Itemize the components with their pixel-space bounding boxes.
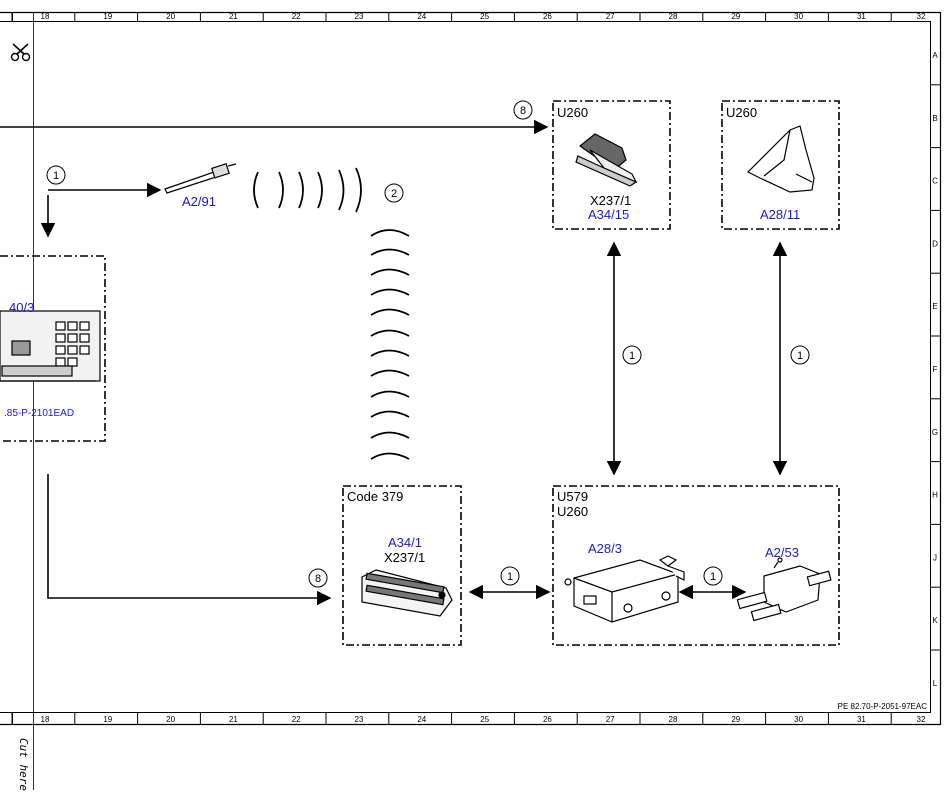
ruler-top-col-29: 29 — [731, 12, 740, 21]
ruler-bottom-col-18: 18 — [41, 715, 50, 724]
marker-1-left-vert-text: 1 — [629, 350, 635, 362]
u579-box — [552, 485, 840, 646]
u260-right-box — [721, 100, 840, 230]
ruler-bottom-col-32: 32 — [917, 715, 926, 724]
label-u260-left-title: U260 — [557, 105, 588, 120]
ruler-bottom-col-27: 27 — [606, 715, 615, 724]
label-code379-x: X237/1 — [384, 550, 425, 565]
ruler-top-col-21: 21 — [229, 12, 238, 21]
a2-91-antenna-icon — [164, 163, 237, 194]
label-a2-91: A2/91 — [182, 194, 216, 209]
scissors-icon — [10, 43, 31, 62]
label-u579-title2: U260 — [557, 504, 588, 519]
a28-3-box-icon — [564, 555, 685, 623]
ruler-top-col-18: 18 — [41, 12, 50, 21]
ruler-row-F: F — [933, 365, 938, 374]
roof-antenna-icon — [746, 125, 815, 193]
label-a28-3: A28/3 — [588, 541, 622, 556]
radio-waves-horizontal — [253, 167, 362, 213]
ruler-top-col-19: 19 — [103, 12, 112, 21]
label-code379-a: A34/1 — [388, 535, 422, 550]
u260-left-box — [552, 100, 671, 230]
phone-handset-icon — [361, 569, 453, 617]
ruler-top-col-28: 28 — [669, 12, 678, 21]
ruler-top-col-23: 23 — [355, 12, 364, 21]
ruler-top-col-24: 24 — [417, 12, 426, 21]
ruler-top-col-22: 22 — [292, 12, 301, 21]
ruler-bottom-col-31: 31 — [857, 715, 866, 724]
ruler-bottom-col-23: 23 — [355, 715, 364, 724]
marker-1-right-vert — [790, 345, 810, 365]
marker-1-a28-a2 — [703, 566, 723, 586]
label-u260-right-title: U260 — [726, 105, 757, 120]
label-code379-title: Code 379 — [347, 489, 403, 504]
marker-1-code-u579 — [500, 566, 520, 586]
marker-1-right-vert-text: 1 — [797, 350, 803, 362]
marker-1-head — [46, 165, 66, 185]
ruler-row-D: D — [932, 239, 938, 248]
marker-2-wave — [384, 183, 404, 203]
ruler-bottom-col-28: 28 — [669, 715, 678, 724]
ruler-row-B: B — [932, 114, 937, 123]
document-code: PE 82.70-P-2051-97EAC — [838, 702, 928, 711]
ruler-bottom-col-19: 19 — [103, 715, 112, 724]
label-u579-title1: U579 — [557, 489, 588, 504]
marker-2-wave-text: 2 — [391, 188, 397, 200]
marker-1-a28-a2-text: 1 — [710, 571, 716, 583]
label-u260-left-a: A34/15 — [588, 207, 629, 222]
ruler-top-col-27: 27 — [606, 12, 615, 21]
ruler-row-J: J — [933, 553, 937, 562]
ruler-bottom-col-20: 20 — [166, 715, 175, 724]
ruler-top-col-25: 25 — [480, 12, 489, 21]
ruler-row-K: K — [932, 616, 938, 625]
ruler-top-col-20: 20 — [166, 12, 175, 21]
ruler-bottom-col-30: 30 — [794, 715, 803, 724]
label-u260-right-a: A28/11 — [760, 207, 800, 222]
marker-1-left-vert — [622, 345, 642, 365]
ruler-row-A: A — [932, 51, 938, 60]
labels: A2/91 40/3 .85-P-2101EAD U260 X237/1 A34… — [4, 105, 800, 565]
ruler-top-col-31: 31 — [857, 12, 866, 21]
ruler-top-col-26: 26 — [543, 12, 552, 21]
head-unit-radio-icon — [0, 310, 101, 382]
ruler-bottom-col-21: 21 — [229, 715, 238, 724]
wires — [0, 119, 788, 606]
label-a2-53: A2/53 — [765, 545, 799, 560]
ruler-row-L: L — [933, 679, 938, 688]
circled-markers — [46, 100, 810, 588]
marker-8-top-text: 8 — [520, 105, 526, 117]
radio-waves-vertical — [370, 229, 410, 460]
phone-cradle-icon — [575, 133, 638, 187]
ruler-row-G: G — [932, 428, 938, 437]
head-unit-box — [0, 255, 106, 442]
ruler-bottom-col-24: 24 — [417, 715, 426, 724]
marker-1-head-text: 1 — [53, 170, 59, 182]
marker-8-top — [513, 100, 533, 120]
cut-here-label: Cut here — [17, 738, 30, 791]
drawing-frame: 1818191920202121222223232424252526262727… — [0, 11, 942, 790]
ruler-row-E: E — [932, 302, 937, 311]
ruler-bottom-col-22: 22 — [292, 715, 301, 724]
label-head-unit-ref: .85-P-2101EAD — [4, 408, 74, 419]
label-u260-left-x: X237/1 — [590, 193, 631, 208]
marker-1-code-u579-text: 1 — [507, 571, 513, 583]
marker-8-bottom-text: 8 — [315, 573, 321, 585]
ruler-row-H: H — [932, 491, 938, 500]
ruler-bottom-col-25: 25 — [480, 715, 489, 724]
marker-8-bottom — [308, 568, 328, 588]
label-head-unit-code: 40/3 — [9, 300, 34, 315]
ruler-top-col-32: 32 — [917, 12, 926, 21]
component-boxes — [0, 100, 840, 646]
ruler-row-C: C — [932, 177, 938, 186]
a2-53-splitter-icon — [736, 557, 832, 622]
ruler-bottom-col-26: 26 — [543, 715, 552, 724]
ruler-bottom-col-29: 29 — [731, 715, 740, 724]
ruler-top-col-30: 30 — [794, 12, 803, 21]
code379-box — [342, 485, 462, 646]
